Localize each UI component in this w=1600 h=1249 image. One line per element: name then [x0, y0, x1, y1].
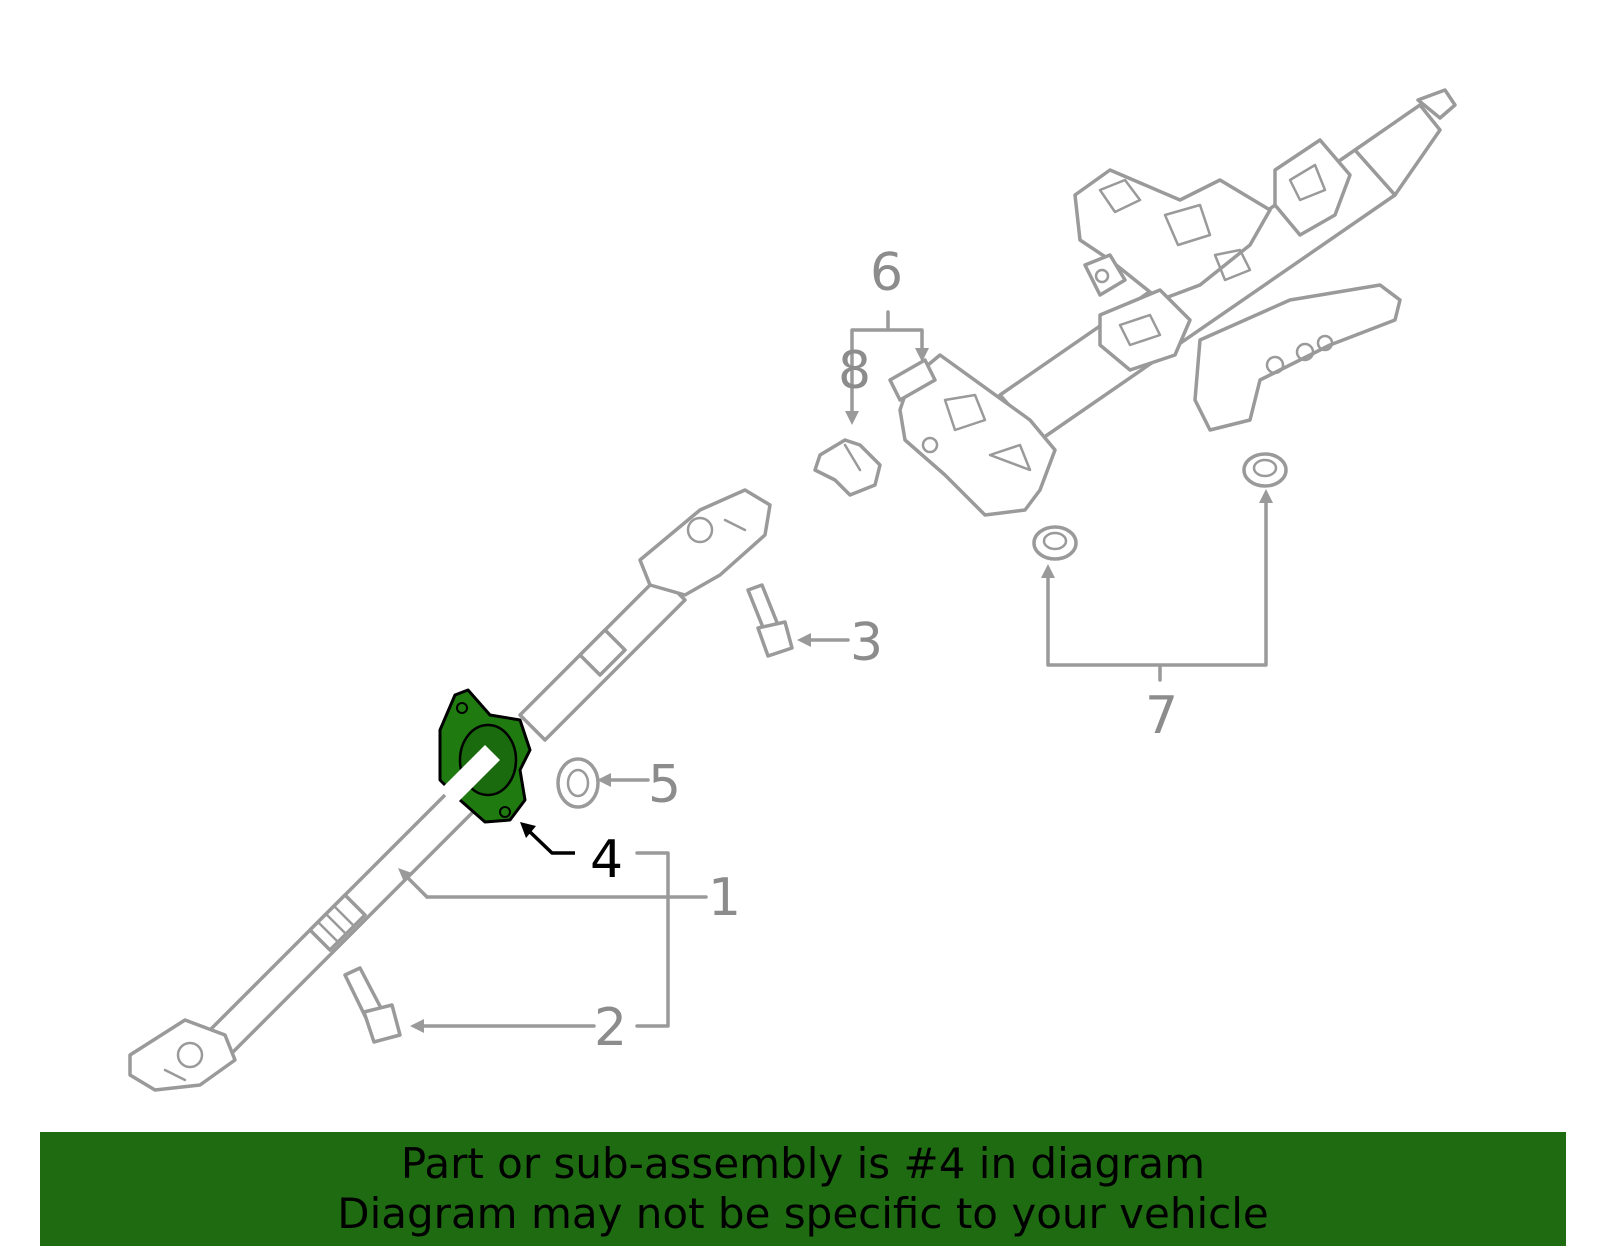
- part-8-clip: [813, 438, 882, 497]
- callout-2: 2: [594, 998, 627, 1058]
- part-5-nut: [556, 757, 600, 809]
- callout-1: 1: [708, 868, 741, 928]
- part-6-bracket: [888, 353, 1057, 517]
- callout-7: 7: [1145, 686, 1178, 746]
- leader-lines: [398, 310, 1273, 1033]
- callout-4: 4: [590, 830, 623, 890]
- steering-column-assembly: [998, 88, 1457, 442]
- banner-line-2: Diagram may not be specific to your vehi…: [337, 1189, 1269, 1238]
- callout-3: 3: [850, 613, 883, 673]
- callout-8: 8: [838, 341, 871, 401]
- part-3-bolt: [746, 583, 794, 658]
- part-4-highlighted-seal: [438, 688, 532, 824]
- info-banner: Part or sub-assembly is #4 in diagram Di…: [40, 1132, 1566, 1246]
- banner-line-1: Part or sub-assembly is #4 in diagram: [400, 1139, 1206, 1188]
- callout-6: 6: [870, 243, 903, 303]
- part-7-nuts: [1032, 452, 1288, 561]
- part-2-bolt: [343, 966, 402, 1044]
- callout-5: 5: [648, 755, 681, 815]
- callout-labels: 6 8 7 3 5 4 1 2: [590, 243, 1178, 1058]
